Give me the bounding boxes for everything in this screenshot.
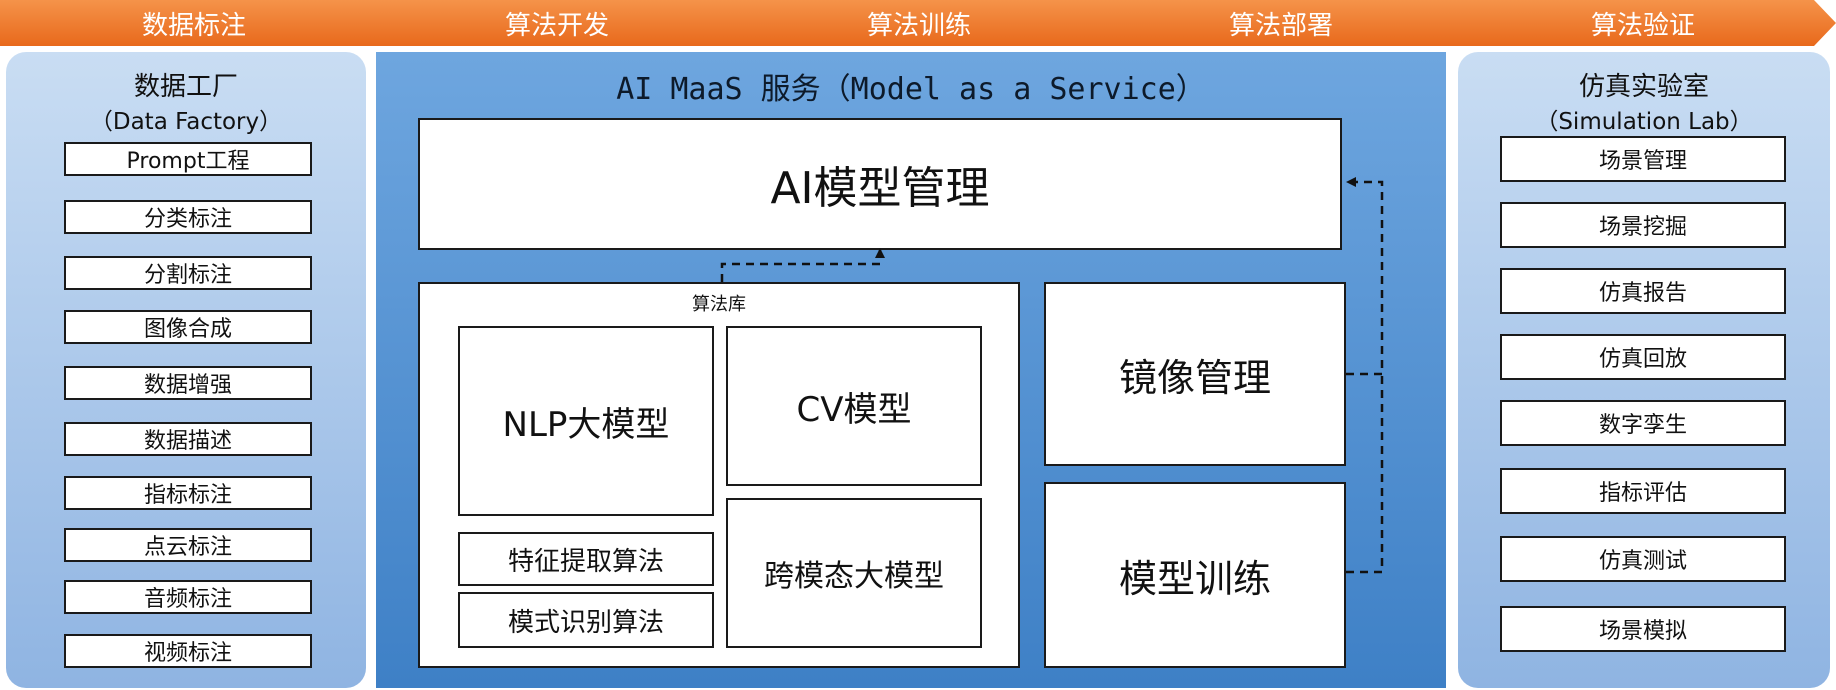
data-factory-item: Prompt工程 [64,142,312,176]
cross-modal-large-model: 跨模态大模型 [726,498,982,648]
data-factory-item: 数据描述 [64,422,312,456]
simulation-lab-item: 场景挖掘 [1500,202,1786,248]
model-training: 模型训练 [1044,482,1346,668]
data-factory-subtitle: （Data Factory） [89,109,283,135]
data-factory-item: 点云标注 [64,528,312,562]
cv-model: CV模型 [726,326,982,486]
algorithm-library-title: 算法库 [692,294,746,315]
data-factory-title: 数据工厂 [133,72,238,102]
simulation-lab-item: 仿真报告 [1500,268,1786,314]
simulation-lab-item: 数字孪生 [1500,400,1786,446]
image-management: 镜像管理 [1044,282,1346,466]
arrow-library-to-management [720,248,885,282]
step-label: 数据标注 [141,10,246,41]
step-algorithm-validation: 算法验证 [1450,0,1836,46]
data-factory-panel: 数据工厂 （Data Factory） Prompt工程 分类标注 分割标注 图… [6,52,366,688]
data-factory-item: 指标标注 [64,476,312,510]
step-label: 算法训练 [866,10,971,41]
step-label: 算法验证 [1590,10,1695,41]
feature-extraction-algorithm: 特征提取算法 [458,532,714,586]
ai-model-management: AI模型管理 [418,118,1342,250]
step-label: 算法开发 [504,10,609,41]
simulation-lab-item: 仿真测试 [1500,536,1786,582]
simulation-lab-subtitle: （Simulation Lab） [1535,109,1753,135]
step-label: 算法部署 [1228,10,1333,41]
step-algorithm-development: 算法开发 [364,0,750,46]
data-factory-item: 分割标注 [64,256,312,290]
maas-panel: AI MaaS 服务（Model as a Service） AI模型管理 算法… [376,52,1446,688]
arrow-image-to-management [1346,177,1384,376]
simulation-lab-item: 场景管理 [1500,136,1786,182]
step-algorithm-deployment: 算法部署 [1088,0,1474,46]
step-data-labeling: 数据标注 [0,0,388,46]
nlp-large-model: NLP大模型 [458,326,714,516]
data-factory-item: 视频标注 [64,634,312,668]
simulation-lab-title: 仿真实验室 [1578,72,1709,102]
data-factory-item: 图像合成 [64,310,312,344]
pattern-recognition-algorithm: 模式识别算法 [458,592,714,648]
simulation-lab-panel: 仿真实验室 （Simulation Lab） 场景管理 场景挖掘 仿真报告 仿真… [1458,52,1830,688]
step-algorithm-training: 算法训练 [726,0,1112,46]
simulation-lab-item: 仿真回放 [1500,334,1786,380]
algorithm-library: 算法库 NLP大模型 CV模型 特征提取算法 模式识别算法 跨模态大模型 [418,282,1020,668]
simulation-lab-item: 指标评估 [1500,468,1786,514]
ai-model-management-label: AI模型管理 [770,163,990,214]
data-factory-item: 音频标注 [64,580,312,614]
maas-title: AI MaaS 服务（Model as a Service） [616,72,1206,107]
arrow-training-to-management [1346,374,1384,574]
data-factory-item: 分类标注 [64,200,312,234]
data-factory-item: 数据增强 [64,366,312,400]
simulation-lab-item: 场景模拟 [1500,606,1786,652]
